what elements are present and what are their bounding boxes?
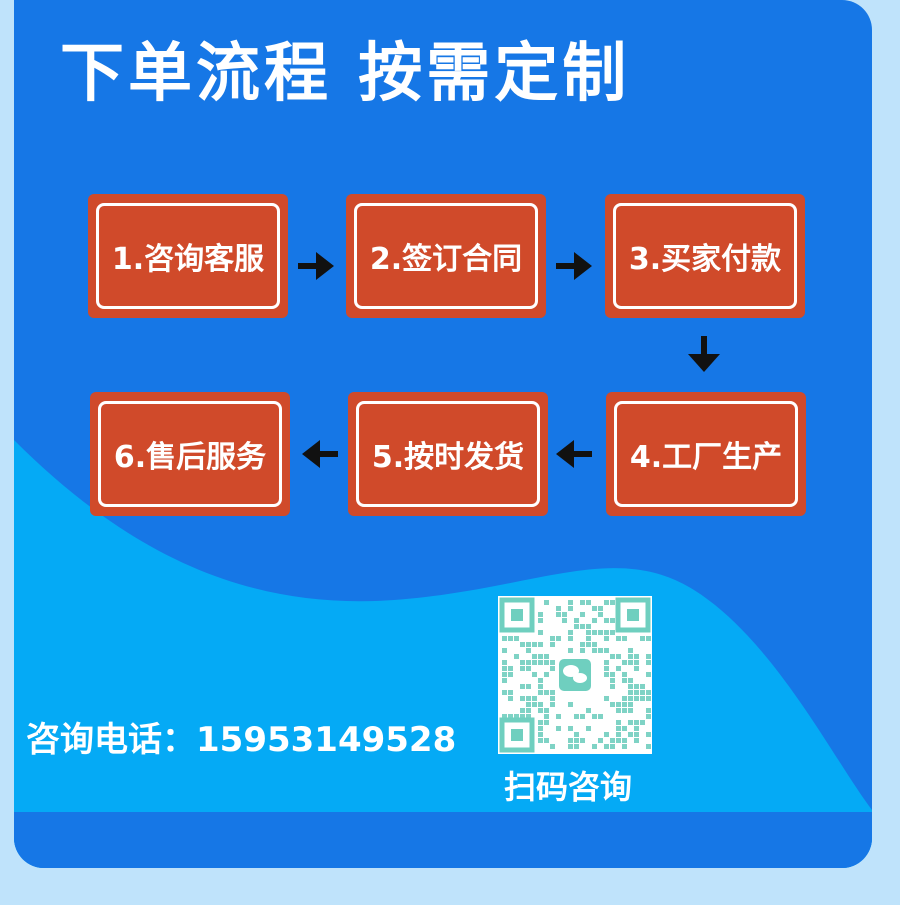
arrow-right-icon: [298, 252, 334, 280]
phone-number[interactable]: 咨询电话：15953149528: [26, 720, 457, 760]
step-label: 3.买家付款: [628, 242, 782, 277]
qr-caption: 扫码咨询: [504, 768, 633, 806]
arrow-left-icon: [556, 440, 592, 468]
step-frame: 2.签订合同: [354, 203, 538, 309]
step-frame: 5.按时发货: [356, 401, 540, 507]
step-label: 1.咨询客服: [111, 242, 265, 277]
step-shipping: 5.按时发货: [348, 392, 548, 516]
step-contract: 2.签订合同: [346, 194, 546, 318]
step-consult: 1.咨询客服: [88, 194, 288, 318]
flow-card: 下单流程 按需定制 1.咨询客服 2.签订合同 3.买家付款 4.工厂生产 5.…: [14, 0, 872, 868]
arrow-down-icon: [688, 336, 720, 372]
qr-code-pattern: [498, 596, 652, 754]
step-label: 5.按时发货: [371, 440, 525, 475]
step-label: 2.签订合同: [369, 242, 523, 277]
background-wave: [14, 440, 872, 868]
arrow-left-icon: [302, 440, 338, 468]
step-label: 6.售后服务: [113, 440, 267, 475]
step-production: 4.工厂生产: [606, 392, 806, 516]
corner-decoration: [832, 0, 872, 40]
step-frame: 4.工厂生产: [614, 401, 798, 507]
wechat-qr-icon[interactable]: [498, 596, 652, 754]
step-frame: 6.售后服务: [98, 401, 282, 507]
arrow-right-icon: [556, 252, 592, 280]
step-label: 4.工厂生产: [629, 440, 783, 475]
page-title: 下单流程 按需定制: [60, 37, 631, 111]
step-payment: 3.买家付款: [605, 194, 805, 318]
step-after-sales: 6.售后服务: [90, 392, 290, 516]
step-frame: 3.买家付款: [613, 203, 797, 309]
step-frame: 1.咨询客服: [96, 203, 280, 309]
